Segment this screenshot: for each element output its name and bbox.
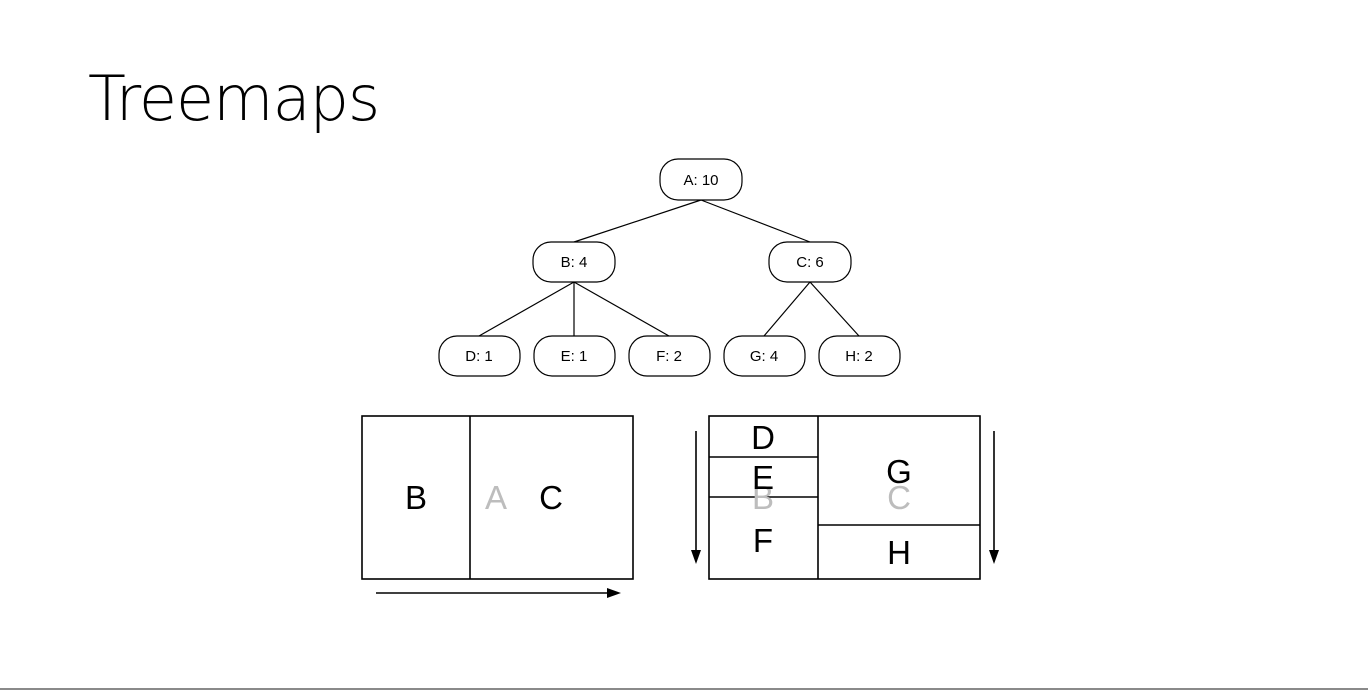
tree-node-b: B: 4	[532, 241, 616, 283]
treemap-vertical-label-g: G	[886, 453, 912, 490]
tree-node-b-label: B: 4	[561, 254, 588, 271]
arrow-right-icon	[607, 588, 621, 598]
tree-node-c-label: C: 6	[796, 254, 824, 271]
tree-node-a-label: A: 10	[683, 172, 718, 189]
treemap-horizontal-label-a: A	[485, 479, 507, 516]
treemap-vertical-label-f: F	[753, 522, 773, 559]
treemap-vertical-label-c: C	[887, 479, 911, 516]
tree-node-a: A: 10	[659, 158, 743, 201]
edge-b-f	[573, 281, 670, 337]
treemap-horizontal-label-b: B	[405, 479, 427, 516]
slide-bottom-border	[0, 688, 1368, 690]
tree-node-h-label: H: 2	[845, 348, 873, 365]
tree-node-e: E: 1	[533, 335, 616, 377]
edge-c-h	[809, 281, 860, 337]
treemap-vertical-label-e: E	[752, 459, 774, 496]
treemap-vertical-label-d: D	[751, 419, 775, 456]
arrow-down-icon	[691, 550, 701, 564]
edge-a-b	[573, 199, 702, 243]
treemap-horizontal-label-c: C	[539, 479, 563, 516]
tree-edges	[478, 199, 860, 337]
slide-title: Treemaps	[88, 62, 380, 135]
edge-c-g	[763, 281, 811, 337]
tree-node-f-label: F: 2	[656, 348, 682, 365]
tree-node-f: F: 2	[628, 335, 711, 377]
tree-node-d-label: D: 1	[465, 348, 493, 365]
treemap-horizontal: B A C	[361, 415, 634, 598]
tree-node-g: G: 4	[723, 335, 806, 377]
edge-a-c	[700, 199, 811, 243]
arrow-down-icon	[989, 550, 999, 564]
treemap-vertical: B C D E F G H	[691, 415, 999, 580]
tree-node-e-label: E: 1	[561, 348, 588, 365]
treemap-vertical-label-h: H	[887, 534, 911, 571]
edge-b-d	[478, 281, 575, 337]
tree-node-d: D: 1	[438, 335, 521, 377]
tree-node-h: H: 2	[818, 335, 901, 377]
tree-node-g-label: G: 4	[750, 348, 778, 365]
treemap-horizontal-outer	[361, 415, 634, 580]
tree-node-c: C: 6	[768, 241, 852, 283]
treemap-vertical-label-b: B	[752, 479, 774, 516]
